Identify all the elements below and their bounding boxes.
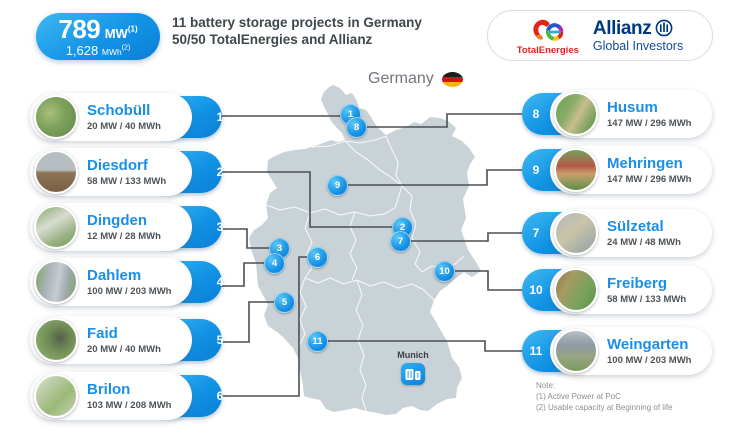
project-number: 7 (532, 226, 540, 240)
slide-title-line2: 50/50 TotalEnergies and Allianz (172, 32, 373, 47)
project-number: 5 (216, 333, 224, 347)
allianz-wordmark: Allianz (592, 17, 652, 39)
project-name: Dingden (87, 211, 147, 229)
project-card-11: 11 Weingarten 100 MW / 203 MWh (522, 327, 712, 375)
project-capacity: 103 MW / 208 MWh (87, 399, 172, 411)
map-marker-4: 4 (264, 253, 285, 274)
project-photo (554, 211, 598, 255)
footnotes: Note: (1) Active Power at PoC (2) Usable… (536, 380, 673, 413)
project-card-3: 3 Dingden 12 MW / 28 MWh (30, 203, 223, 251)
energy-footnote-ref: (2) (121, 44, 131, 52)
project-number: 4 (216, 275, 224, 289)
project-name: Weingarten (607, 335, 689, 353)
project-capacity: 12 MW / 28 MWh (87, 230, 161, 242)
totalenergies-logo-mark (533, 20, 564, 41)
map-marker-7: 7 (390, 231, 411, 252)
country-name: Germany (368, 70, 434, 87)
allianz-eagle-icon (655, 19, 673, 37)
project-photo (554, 329, 598, 373)
project-photo (34, 150, 78, 194)
project-photo (34, 205, 78, 249)
project-number: 11 (529, 344, 543, 358)
map-marker-11: 11 (307, 331, 328, 352)
project-name: Mehringen (607, 154, 683, 172)
slide-title-line1: 11 battery storage projects in Germany (172, 15, 422, 30)
project-number: 3 (216, 220, 224, 234)
project-photo (554, 148, 598, 192)
project-capacity: 20 MW / 40 MWh (87, 343, 161, 355)
project-photo (34, 318, 78, 362)
project-photo (34, 95, 78, 139)
project-capacity: 147 MW / 296 MWh (607, 117, 692, 129)
project-card-9: 9 Mehringen 147 MW / 296 MWh (522, 146, 712, 194)
total-capacity-badge: 789 MW(1) 1,628 MWh(2) (36, 13, 160, 60)
project-capacity: 58 MW / 133 MWh (607, 293, 687, 305)
project-capacity: 100 MW / 203 MWh (87, 285, 172, 297)
project-photo (34, 260, 78, 304)
footnote-2: (2) Usable capacity at Beginning of life (536, 403, 673, 412)
project-card-4: 4 Dahlem 100 MW / 203 MWh (30, 258, 223, 306)
project-capacity: 20 MW / 40 MWh (87, 120, 161, 132)
connector-lines (210, 113, 545, 397)
project-capacity: 100 MW / 203 MWh (607, 354, 692, 366)
project-photo (554, 268, 598, 312)
map-marker-10: 10 (434, 261, 455, 282)
project-card-8: 8 Husum 147 MW / 296 MWh (522, 90, 712, 138)
slide-title: 11 battery storage projects in Germany 5… (172, 14, 422, 48)
map-marker-6: 6 (307, 247, 328, 268)
project-card-10: 10 Freiberg 58 MW / 133 MWh (522, 266, 712, 314)
map-marker-5: 5 (274, 292, 295, 313)
project-name: Faid (87, 324, 118, 342)
footnote-title: Note: (536, 381, 556, 390)
project-card-6: 6 Brilon 103 MW / 208 MWh (30, 372, 223, 420)
germany-outline (249, 85, 481, 415)
project-capacity: 24 MW / 48 MWh (607, 236, 681, 248)
project-capacity: 58 MW / 133 MWh (87, 175, 167, 187)
project-name: Brilon (87, 380, 131, 398)
map-marker-9: 9 (327, 175, 348, 196)
project-number: 2 (216, 165, 224, 179)
battery-building-icon (401, 363, 425, 385)
project-name: Sülzetal (607, 217, 664, 235)
partner-logos: TotalEnergies Allianz Global Investors (487, 10, 713, 61)
project-number: 1 (216, 110, 224, 124)
country-label: Germany (368, 70, 463, 88)
total-power: 789 MW(1) (58, 14, 138, 44)
project-photo (554, 92, 598, 136)
project-name: Husum (607, 98, 658, 116)
project-name: Schobüll (87, 101, 151, 119)
totalenergies-wordmark: TotalEnergies (516, 45, 579, 57)
project-name: Freiberg (607, 274, 668, 292)
project-card-5: 5 Faid 20 MW / 40 MWh (30, 316, 223, 364)
power-footnote-ref: (1) (127, 24, 138, 34)
project-photo (34, 374, 78, 418)
allianz-subtitle: Global Investors (592, 38, 684, 53)
allianz-logo: Allianz Global Investors (593, 19, 683, 53)
project-number: 9 (532, 163, 540, 177)
munich-marker: Munich (388, 350, 438, 385)
totalenergies-logo: TotalEnergies (517, 15, 579, 56)
total-energy: 1,628 MWh(2) (65, 43, 131, 58)
project-card-2: 2 Diesdorf 58 MW / 133 MWh (30, 148, 223, 196)
project-number: 10 (529, 283, 543, 297)
state-borders (265, 135, 465, 412)
project-number: 8 (532, 107, 540, 121)
project-name: Diesdorf (87, 156, 148, 174)
map-marker-8: 8 (346, 117, 367, 138)
project-number: 6 (216, 389, 224, 403)
footnote-1: (1) Active Power at PoC (536, 392, 621, 401)
project-name: Dahlem (87, 266, 142, 284)
project-capacity: 147 MW / 296 MWh (607, 173, 692, 185)
project-card-7: 7 Sülzetal 24 MW / 48 MWh (522, 209, 712, 257)
munich-label: Munich (397, 350, 429, 360)
germany-flag-icon (441, 71, 463, 87)
project-card-1: 1 Schobüll 20 MW / 40 MWh (30, 93, 223, 141)
